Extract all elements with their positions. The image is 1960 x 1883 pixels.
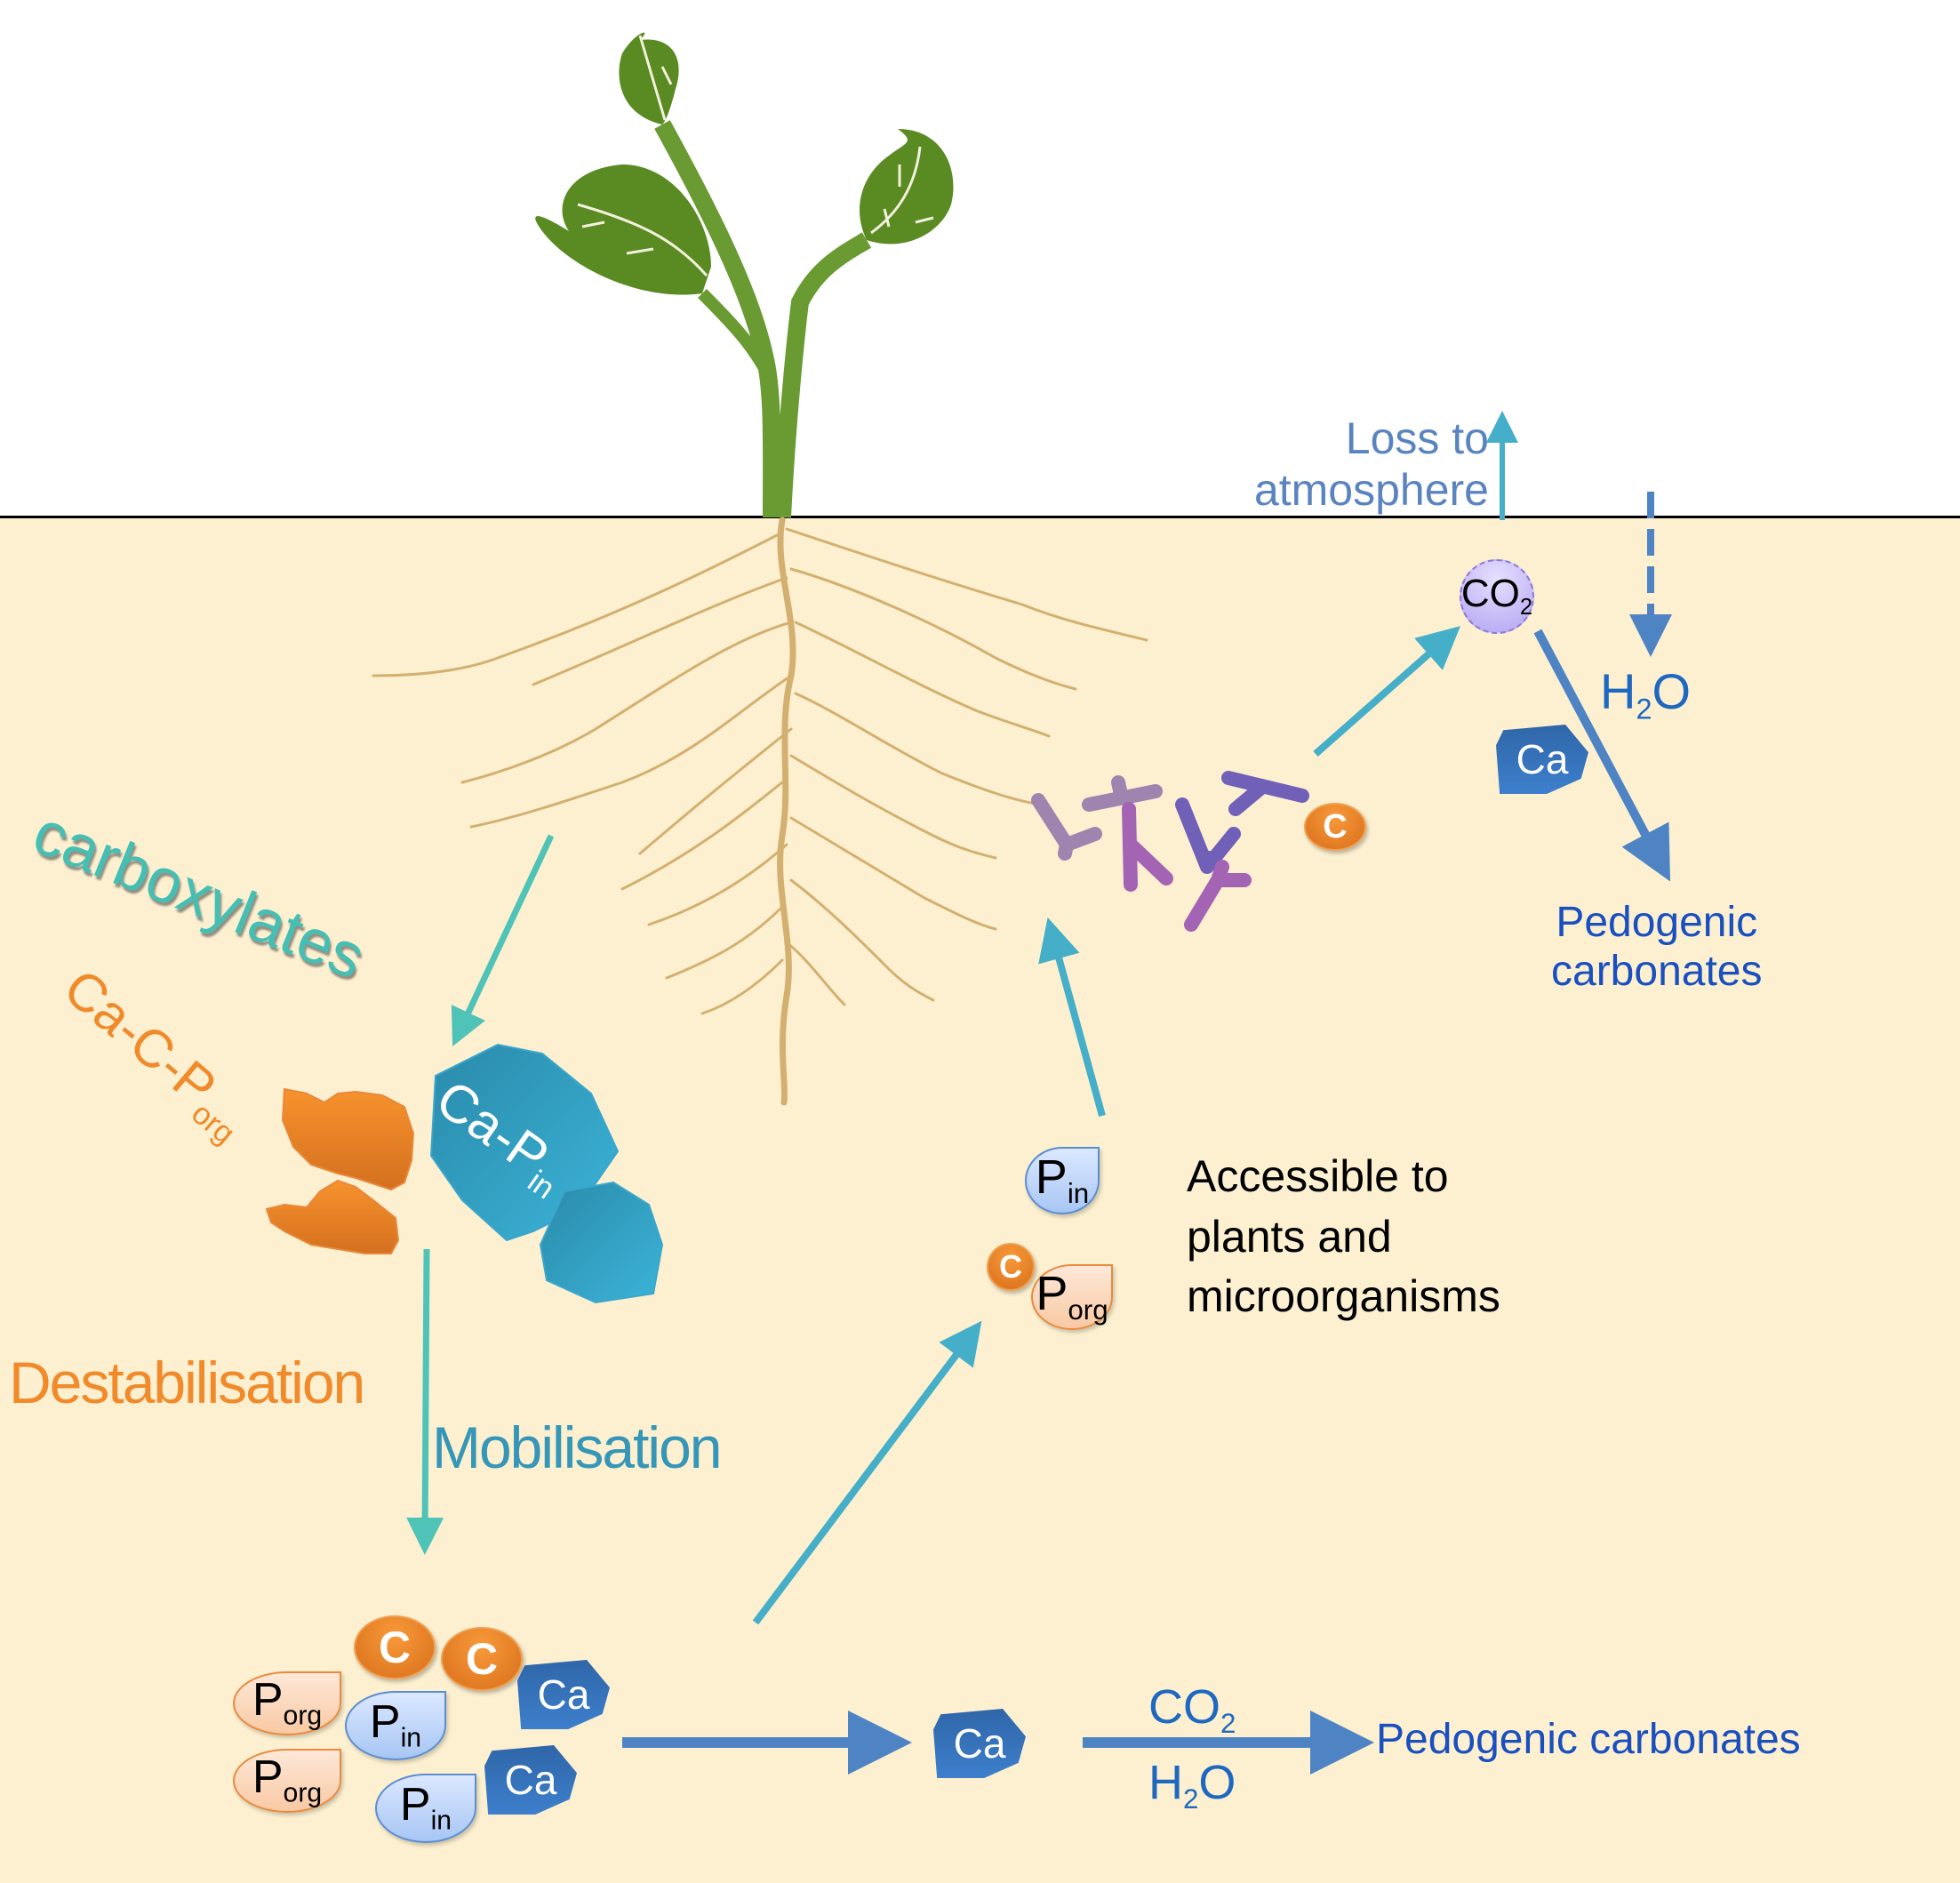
ca-badge-top: Ca xyxy=(1496,725,1588,794)
accessible-line-1: Accessible to xyxy=(1187,1151,1449,1201)
microorganisms-icon xyxy=(1031,771,1309,932)
pedogenic-carbonates-label-bottom: Pedogenic carbonates xyxy=(1376,1716,1801,1763)
accessible-label: Accessible to plants and microorganisms xyxy=(1187,1147,1500,1327)
plant-icon xyxy=(535,32,954,518)
c-badge-cluster-2: C xyxy=(441,1627,523,1691)
co2-label: CO2 xyxy=(1460,571,1533,620)
pin-badge-cluster-2: Pin xyxy=(375,1774,476,1843)
microbes-to-co2-arrow xyxy=(1313,626,1460,757)
ca-c-porg-aggregate-top xyxy=(281,1087,415,1191)
co2-to-pedogenic-arrow xyxy=(1533,629,1671,882)
mobilisation-arrow xyxy=(406,1248,444,1555)
accessible-line-3: microorganisms xyxy=(1187,1271,1500,1321)
c-badge-microbes: C xyxy=(1304,803,1366,851)
c-badge-accessible: C xyxy=(987,1243,1035,1291)
leaf-top xyxy=(619,32,679,124)
co2-label-bottom: CO2 xyxy=(1148,1680,1236,1739)
h2o-label-bottom: H2O xyxy=(1148,1756,1236,1815)
to-microbes-arrow xyxy=(1038,917,1106,1118)
loss-to-atmosphere-label: Loss to atmosphere xyxy=(1240,413,1489,516)
leaf-right xyxy=(860,129,954,244)
ca-pin-crystal-small xyxy=(539,1181,664,1304)
mobilisation-label: Mobilisation xyxy=(432,1414,722,1480)
pin-badge-cluster-1: Pin xyxy=(345,1691,446,1760)
c-badge-cluster-1: C xyxy=(354,1615,436,1679)
leaf-left xyxy=(535,164,711,295)
accessible-line-2: plants and xyxy=(1187,1211,1392,1262)
pin-badge-accessible: Pin xyxy=(1025,1147,1100,1214)
porg-badge-cluster-1: Porg xyxy=(233,1671,341,1735)
carboxylates-arrow xyxy=(451,834,555,1047)
destabilisation-label: Destabilisation xyxy=(9,1350,365,1415)
pedogenic-carbonates-label-top: Pedogenic carbonates xyxy=(1551,898,1763,996)
pedogenic-line-2: carbonates xyxy=(1551,948,1763,996)
to-accessible-arrow xyxy=(752,1320,982,1625)
root-system-icon xyxy=(372,517,1148,1106)
porg-badge-accessible: Porg xyxy=(1031,1264,1113,1330)
h2o-label-top: H2O xyxy=(1600,663,1692,725)
loss-line-2: atmosphere xyxy=(1253,464,1489,515)
sky-area xyxy=(0,0,1960,517)
pedogenic-line-1: Pedogenic xyxy=(1556,899,1758,946)
loss-line-1: Loss to xyxy=(1345,413,1489,463)
ca-c-porg-aggregate-bottom xyxy=(265,1179,400,1254)
co2-bubble: CO2 xyxy=(1460,559,1534,634)
ground-surface-line xyxy=(0,516,1960,518)
porg-badge-cluster-2: Porg xyxy=(233,1749,341,1813)
